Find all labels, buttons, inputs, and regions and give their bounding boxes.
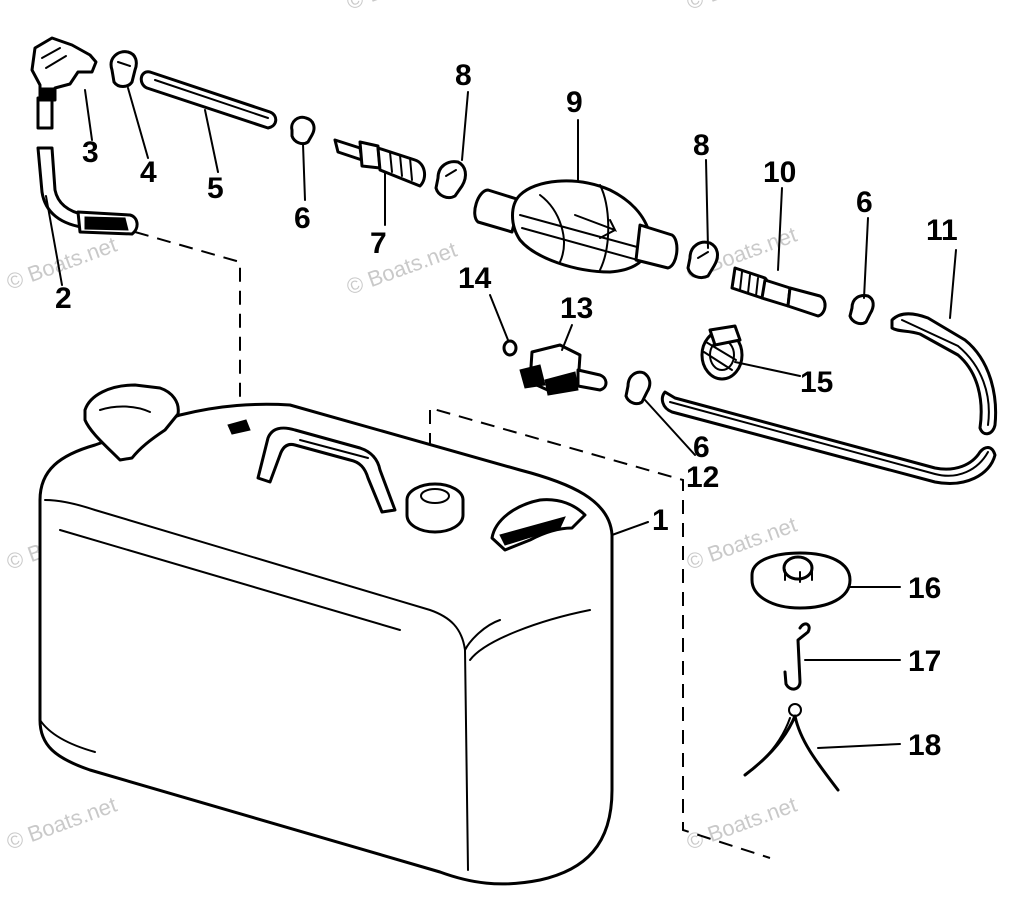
callout-10: 10 [763,156,796,189]
callout-5: 5 [207,172,224,205]
callout-6: 6 [693,431,710,464]
callout-6: 6 [856,186,873,219]
clamp [686,240,719,280]
callout-labels: 1 2 3 4 5 6 6 6 7 8 8 9 10 11 12 13 14 1… [55,59,958,762]
hose-clamp [700,324,744,381]
retainer-clip [783,622,811,691]
callout-16: 16 [908,572,941,605]
watermark-text: © Boats.net [683,792,800,855]
short-hose [139,70,278,130]
callout-8: 8 [693,129,710,162]
fuel-cap [750,551,852,610]
callout-7: 7 [370,227,387,260]
callout-1: 1 [652,504,669,537]
watermark-text: © Boats.net [343,237,460,300]
callout-18: 18 [908,729,941,762]
pickup-assembly-line [134,231,241,425]
o-ring [502,339,518,357]
callout-6: 6 [294,202,311,235]
pickup-tube [36,96,139,236]
fuel-tank [38,383,614,886]
clamp [109,50,138,88]
callout-8: 8 [455,59,472,92]
callout-15: 15 [800,366,833,399]
clamp [848,294,875,326]
callout-4: 4 [140,156,157,189]
watermark-text: © Boats.net [3,792,120,855]
leader-lines [45,87,957,749]
long-hose [660,312,998,485]
callout-11: 11 [926,214,958,247]
watermark-text: © Boats.net [343,0,460,15]
callout-12: 12 [686,461,719,494]
watermark-text: © Boats.net [683,0,800,15]
clamp [434,160,467,200]
tether-wire [743,703,840,792]
clamp [624,370,652,406]
callout-2: 2 [55,282,72,315]
cap-assembly-line [429,406,771,859]
callout-9: 9 [566,86,583,119]
elbow-fitting [30,36,98,102]
primer-bulb [473,179,679,274]
callout-3: 3 [82,136,99,169]
engine-connector [730,266,827,318]
tank-connector [333,138,427,188]
callout-17: 17 [908,645,941,678]
callout-14: 14 [458,262,492,295]
tank-fitting [519,343,608,396]
clamp [290,115,316,146]
callout-13: 13 [560,292,593,325]
